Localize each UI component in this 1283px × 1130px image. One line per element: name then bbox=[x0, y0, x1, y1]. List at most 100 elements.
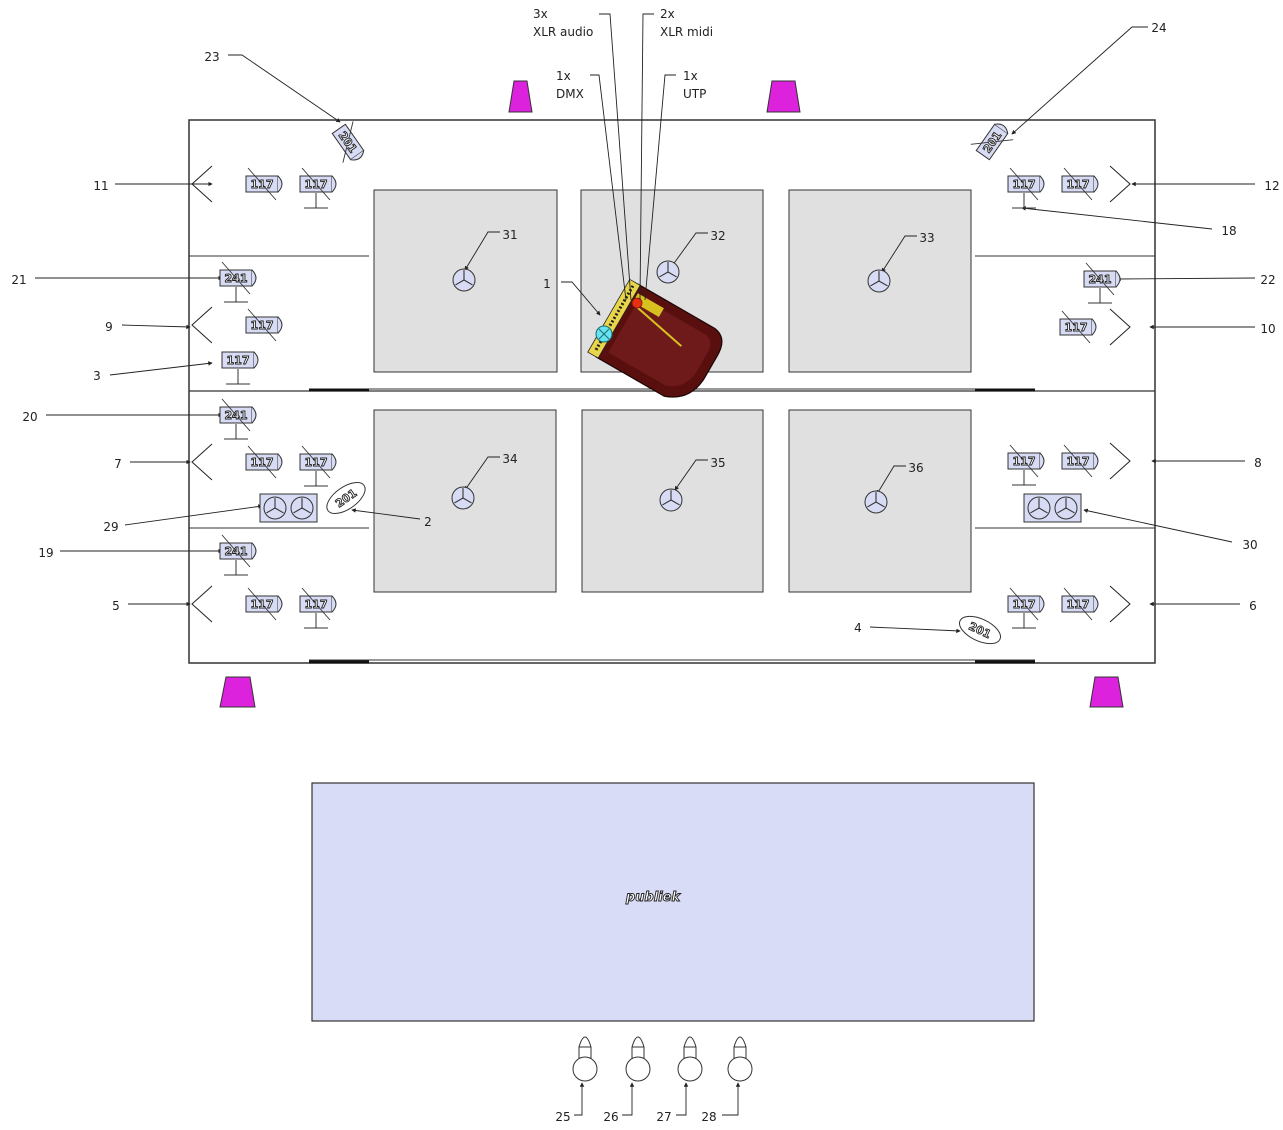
fan-icon bbox=[1054, 496, 1078, 520]
monitor-speaker-icon: 117 bbox=[299, 167, 337, 209]
audience-mic-icon bbox=[625, 1036, 651, 1082]
cable-count-label: 1x bbox=[683, 69, 698, 83]
audience-mic-icon bbox=[677, 1036, 703, 1082]
callout-number-6: 6 bbox=[1249, 599, 1257, 613]
vocal-mic-stand-icon bbox=[1109, 308, 1131, 346]
callout-leader-line bbox=[561, 281, 601, 316]
monitor-speaker-icon: 201 bbox=[959, 615, 1001, 645]
speaker-code-label: 241 bbox=[225, 272, 248, 285]
callout-leader-line bbox=[1011, 26, 1148, 135]
fan-icon bbox=[659, 488, 683, 512]
callout-number-20: 20 bbox=[22, 410, 37, 424]
callout-number-5: 5 bbox=[112, 599, 120, 613]
callout-number-4: 4 bbox=[854, 621, 862, 635]
fan-icon bbox=[1027, 496, 1051, 520]
cable-count-label: 3x bbox=[533, 7, 548, 21]
callout-leader-line bbox=[464, 456, 500, 491]
callout-leader-line bbox=[574, 1082, 585, 1116]
callout-number-10: 10 bbox=[1260, 322, 1275, 336]
monitor-speaker-icon: 241 bbox=[219, 534, 257, 576]
cable-count-label: 2x bbox=[660, 7, 675, 21]
callout-number-2: 2 bbox=[424, 515, 432, 529]
cable-type-label: UTP bbox=[683, 87, 706, 101]
speaker-code-label: 117 bbox=[1065, 321, 1088, 334]
vocal-mic-stand-icon bbox=[1109, 165, 1131, 203]
callout-number-34: 34 bbox=[502, 452, 517, 466]
monitor-speaker-icon: 117 bbox=[299, 587, 337, 629]
cable-type-label: XLR midi bbox=[660, 25, 713, 39]
monitor-speaker-icon: 117 bbox=[1061, 444, 1099, 478]
light-fixture-icon bbox=[219, 676, 256, 708]
fan-icon bbox=[290, 496, 314, 520]
callout-leader-line bbox=[674, 459, 708, 491]
callout-number-33: 33 bbox=[919, 231, 934, 245]
vocal-mic-stand-icon bbox=[191, 306, 213, 344]
cable-count-label: 1x bbox=[556, 69, 571, 83]
callout-leader-line bbox=[869, 626, 961, 634]
monitor-speaker-icon: 117 bbox=[1061, 587, 1099, 621]
callout-number-22: 22 bbox=[1260, 273, 1275, 287]
monitor-speaker-icon: 117 bbox=[299, 445, 337, 487]
stage-box-icon bbox=[631, 297, 643, 309]
lights bbox=[219, 80, 1124, 708]
monitor-speaker-icon: 117 bbox=[245, 587, 283, 621]
monitor-speaker-icon: 241 bbox=[219, 261, 257, 303]
callout-leader-line bbox=[671, 232, 708, 267]
speaker-code-label: 241 bbox=[1089, 273, 1112, 286]
speaker-code-label: 117 bbox=[1067, 178, 1090, 191]
monitor-speaker-icon: 117 bbox=[1007, 167, 1045, 209]
callout-number-26: 26 bbox=[603, 1110, 618, 1124]
callout-leader-line bbox=[124, 504, 263, 526]
speaker-code-label: 117 bbox=[251, 319, 274, 332]
callout-number-36: 36 bbox=[908, 461, 923, 475]
vocal-mic-stand-icon bbox=[191, 585, 213, 623]
callout-leader-line bbox=[109, 361, 213, 376]
callout-number-25: 25 bbox=[555, 1110, 570, 1124]
callout-leader-line bbox=[1021, 206, 1213, 230]
light-fixture-icon bbox=[766, 80, 801, 113]
speaker-code-label: 117 bbox=[305, 456, 328, 469]
vocal-mic-stand-icon bbox=[1109, 442, 1131, 480]
callout-number-30: 30 bbox=[1242, 538, 1257, 552]
audience-mics bbox=[572, 1036, 753, 1082]
callout-leader-line bbox=[876, 465, 906, 495]
callout-number-31: 31 bbox=[502, 228, 517, 242]
speaker-code-label: 117 bbox=[251, 456, 274, 469]
audience-label: publiek bbox=[625, 890, 682, 905]
fan-icon bbox=[656, 260, 680, 284]
callout-number-9: 9 bbox=[105, 320, 113, 334]
callout-number-24: 24 bbox=[1151, 21, 1166, 35]
monitor-speaker-icon: 117 bbox=[221, 351, 259, 385]
vocal-mic-stand-icon bbox=[1109, 585, 1131, 623]
cable-type-label: DMX bbox=[556, 87, 584, 101]
vocal-mic-stand-icon bbox=[191, 443, 213, 481]
callout-leader-line bbox=[1116, 276, 1256, 282]
fan-icon bbox=[452, 268, 476, 292]
grand-piano-icon bbox=[587, 278, 723, 398]
speaker-code-label: 241 bbox=[225, 545, 248, 558]
callout-number-18: 18 bbox=[1221, 224, 1236, 238]
speaker-code-label: 117 bbox=[305, 598, 328, 611]
callout-leader-line bbox=[351, 508, 421, 520]
callout-number-23: 23 bbox=[204, 50, 219, 64]
light-fixture-icon bbox=[1089, 676, 1124, 708]
monitor-speaker-icon: 117 bbox=[245, 167, 283, 201]
callout-number-7: 7 bbox=[114, 457, 122, 471]
fan-icon bbox=[867, 269, 891, 293]
audience-area bbox=[311, 782, 1035, 1022]
speaker-code-label: 117 bbox=[251, 178, 274, 191]
callout-leader-line bbox=[228, 54, 341, 123]
speaker-code-label: 117 bbox=[1067, 455, 1090, 468]
monitor-speaker-icon: 117 bbox=[1007, 444, 1045, 486]
speaker-code-label: 117 bbox=[1067, 598, 1090, 611]
monitor-speaker-icon: 117 bbox=[1059, 310, 1097, 344]
callout-number-29: 29 bbox=[103, 520, 118, 534]
callout-number-28: 28 bbox=[701, 1110, 716, 1124]
speaker-code-label: 117 bbox=[305, 178, 328, 191]
fan-icon bbox=[864, 490, 888, 514]
monitor-speaker-icon: 241 bbox=[219, 398, 257, 440]
audience-mic-icon bbox=[727, 1036, 753, 1082]
